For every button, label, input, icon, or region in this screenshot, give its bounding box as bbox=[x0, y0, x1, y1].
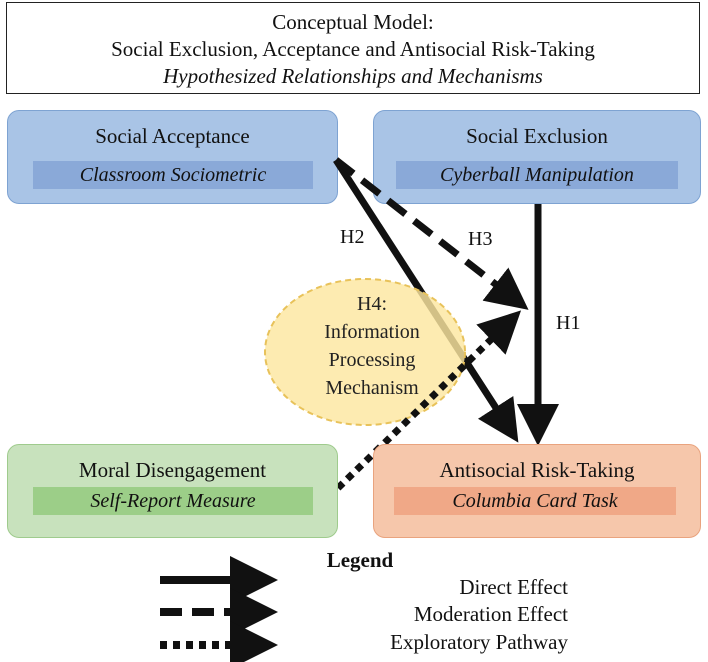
node-title: Social Exclusion bbox=[466, 124, 608, 148]
mechanism-oval bbox=[264, 278, 466, 426]
node-title: Moral Disengagement bbox=[78, 458, 267, 482]
arrow-h4-exploratory bbox=[335, 310, 522, 491]
diagram-title: Conceptual Model: bbox=[272, 10, 434, 34]
legend-label-exploratory: Exploratory Pathway bbox=[390, 630, 568, 654]
edge-label-h1: H1 bbox=[556, 312, 580, 334]
node-moral-disengagement: Moral Disengagement Self-Report Measure bbox=[7, 444, 338, 538]
node-subtitle: Classroom Sociometric bbox=[33, 161, 313, 189]
title-box: Conceptual Model: Social Exclusion, Acce… bbox=[6, 2, 700, 94]
node-subtitle: Columbia Card Task bbox=[394, 487, 676, 515]
edge-label-h3: H3 bbox=[468, 228, 492, 250]
diagram-caption: Hypothesized Relationships and Mechanism… bbox=[163, 64, 543, 88]
node-subtitle: Cyberball Manipulation bbox=[396, 161, 678, 189]
mechanism-label: Mechanism bbox=[325, 377, 419, 399]
mechanism-label: Information bbox=[324, 321, 420, 343]
mechanism-label: H4: bbox=[357, 293, 387, 315]
legend-title: Legend bbox=[326, 548, 394, 572]
node-title: Antisocial Risk-Taking bbox=[439, 458, 635, 482]
node-social-exclusion: Social Exclusion Cyberball Manipulation bbox=[373, 110, 701, 204]
diagram-subtitle: Social Exclusion, Acceptance and Antisoc… bbox=[111, 37, 595, 61]
legend-label-moderation: Moderation Effect bbox=[413, 602, 568, 626]
node-social-acceptance: Social Acceptance Classroom Sociometric bbox=[7, 110, 338, 204]
arrow-h3 bbox=[333, 157, 529, 310]
edge-label-h2: H2 bbox=[340, 226, 364, 248]
mechanism-label: Processing bbox=[329, 349, 416, 371]
legend-label-direct: Direct Effect bbox=[459, 575, 568, 599]
node-antisocial-risk-taking: Antisocial Risk-Taking Columbia Card Tas… bbox=[373, 444, 701, 538]
node-title: Social Acceptance bbox=[95, 124, 250, 148]
node-subtitle: Self-Report Measure bbox=[33, 487, 313, 515]
